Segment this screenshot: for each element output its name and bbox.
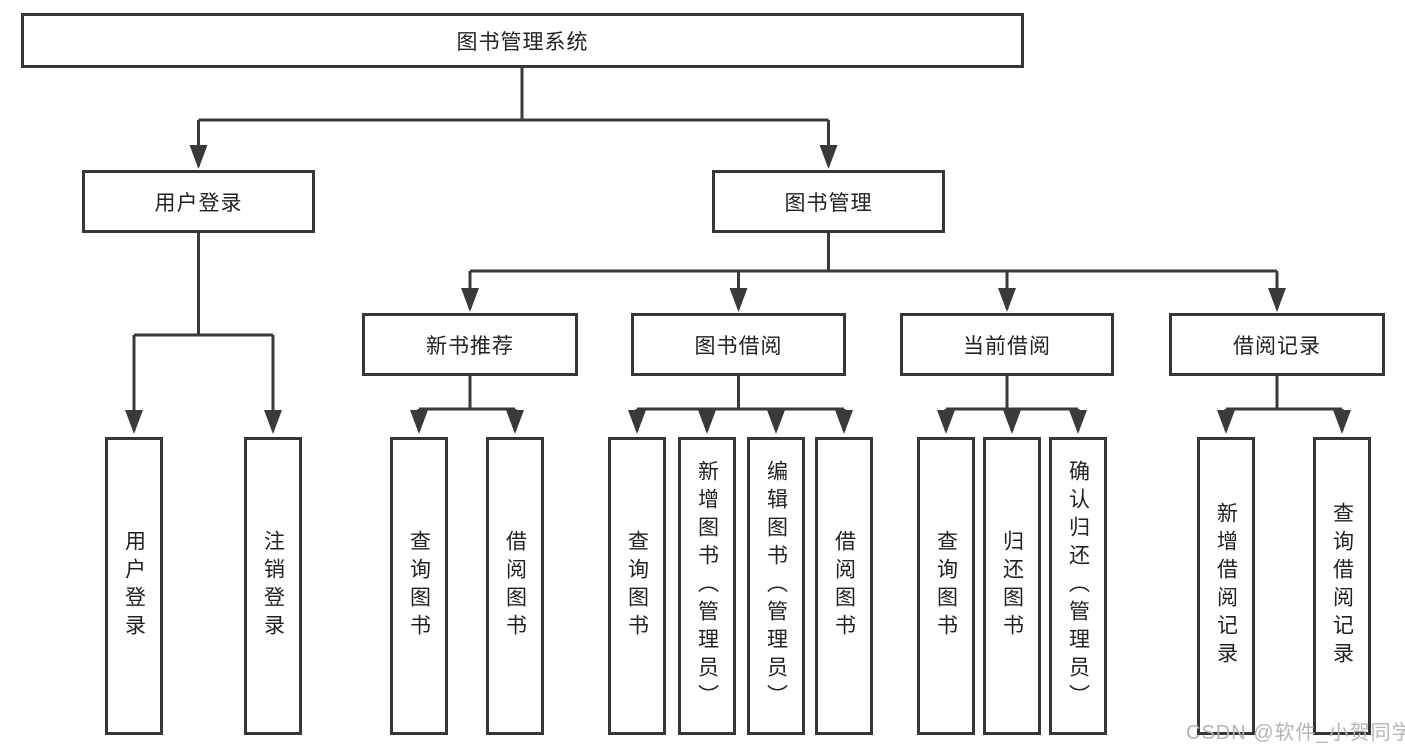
node-user-login-group: 用户登录: [82, 170, 315, 233]
connector-book-borrowing: [637, 376, 844, 411]
watermark-text: CSDN @软件_小贺同学: [1186, 722, 1405, 744]
connector-book-management: [470, 233, 1277, 273]
connector-root-to-level2: [198, 68, 829, 122]
leaf-cb-query-books: 查询图书: [917, 437, 975, 735]
leaf-br-query-record: 查询借阅记录: [1313, 437, 1371, 735]
node-book-borrowing: 图书借阅: [631, 313, 846, 376]
connector-current-borrowing: [946, 376, 1078, 411]
node-borrowing-records: 借阅记录: [1169, 313, 1385, 376]
leaf-nb-query-books: 查询图书: [390, 437, 448, 735]
connector-new-book: [419, 376, 515, 411]
node-new-book-recommendation: 新书推荐: [362, 313, 578, 376]
leaf-logout: 注销登录: [244, 437, 302, 735]
leaf-nb-borrow-books: 借阅图书: [486, 437, 544, 735]
leaf-bb-query-books: 查询图书: [608, 437, 666, 735]
leaf-bb-add-books-admin: 新增图书（管理员）: [678, 437, 736, 735]
leaf-cb-confirm-return-admin: 确认归还（管理员）: [1049, 437, 1107, 735]
node-current-borrowing: 当前借阅: [900, 313, 1114, 376]
connector-borrowing-records: [1226, 376, 1342, 411]
leaf-br-add-record: 新增借阅记录: [1197, 437, 1255, 735]
node-book-management: 图书管理: [712, 170, 945, 233]
leaf-bb-edit-books-admin: 编辑图书（管理员）: [747, 437, 805, 735]
leaf-bb-borrow-books: 借阅图书: [815, 437, 873, 735]
connector-user-login-group: [134, 233, 273, 337]
leaf-user-login: 用户登录: [105, 437, 163, 735]
node-library-management-system: 图书管理系统: [21, 13, 1024, 68]
leaf-cb-return-books: 归还图书: [983, 437, 1041, 735]
